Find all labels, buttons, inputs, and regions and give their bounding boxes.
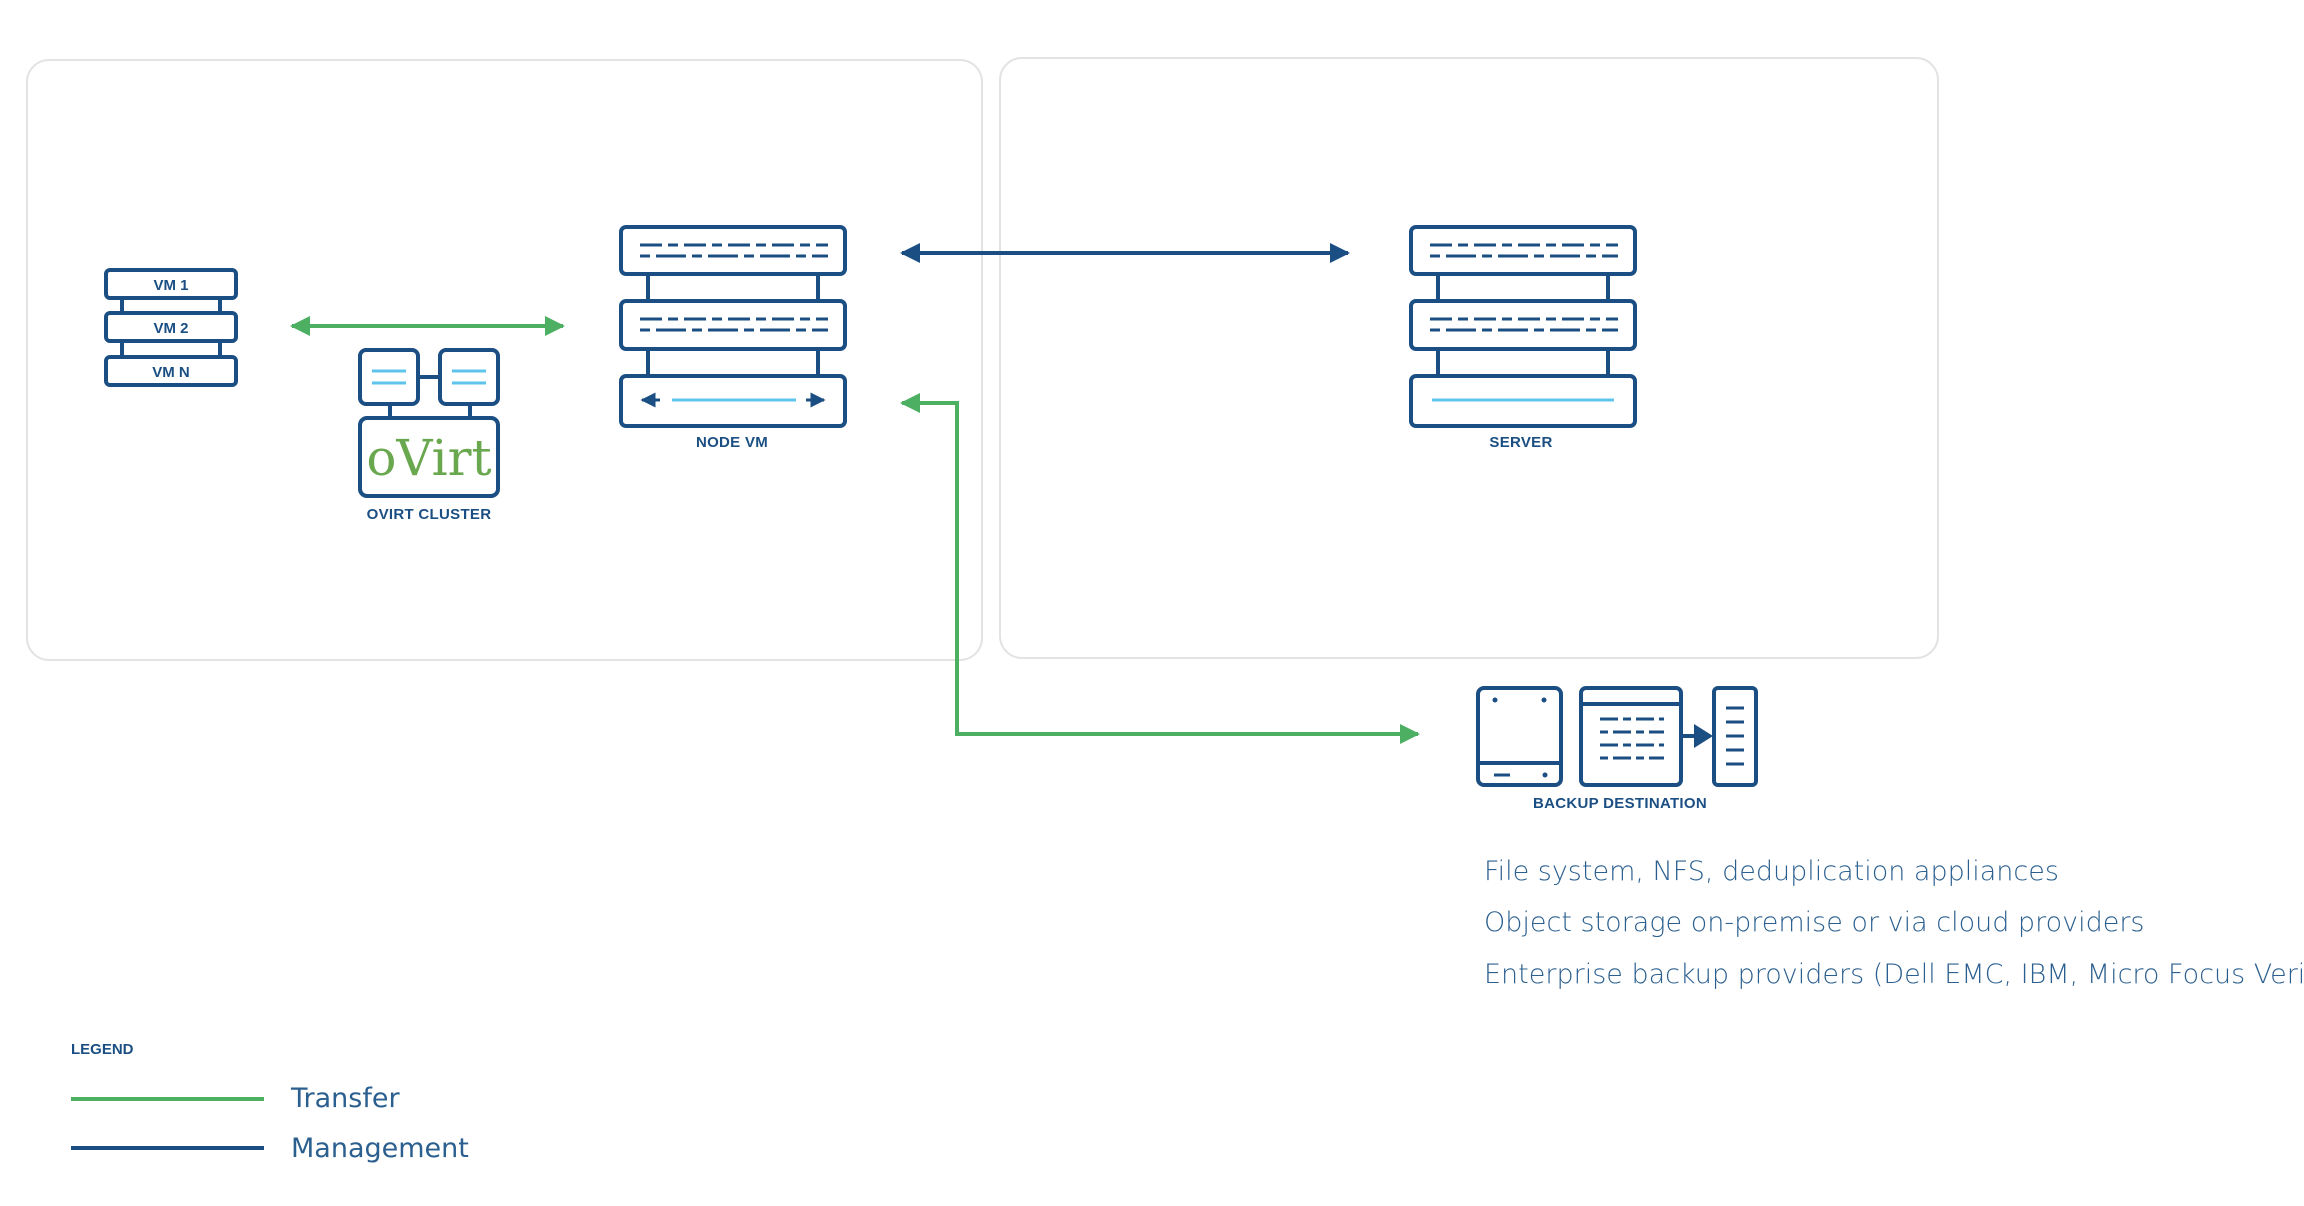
arrow-icon bbox=[1683, 724, 1713, 748]
ovirt-cluster-icon bbox=[358, 348, 500, 498]
vm-label-1: VM 1 bbox=[153, 277, 188, 294]
legend-management-label: Management bbox=[291, 1133, 469, 1164]
server-icon bbox=[1409, 225, 1637, 428]
backup-option-enterprise: Enterprise backup providers (Dell EMC, I… bbox=[1484, 959, 2304, 990]
source-environment-panel bbox=[26, 59, 983, 661]
backup-destination-label: BACKUP DESTINATION bbox=[1532, 795, 1708, 812]
backup-option-object-storage: Object storage on-premise or via cloud p… bbox=[1484, 907, 2145, 938]
server-environment-panel bbox=[999, 57, 1939, 659]
vm-label-n: VM N bbox=[152, 364, 190, 381]
server-label: SERVER bbox=[1489, 434, 1553, 451]
legend-title: LEGEND bbox=[71, 1041, 134, 1058]
tape-drive-icon bbox=[1712, 686, 1758, 787]
backup-option-filesystem: File system, NFS, deduplication applianc… bbox=[1484, 856, 2059, 887]
vm-label-2: VM 2 bbox=[153, 320, 188, 337]
ovirt-logo: oVirt bbox=[366, 429, 491, 487]
transfer-connector-node-backup bbox=[900, 393, 1420, 744]
vm-stack-icon bbox=[104, 268, 238, 387]
node-vm-label: NODE VM bbox=[695, 434, 769, 451]
disk-drive-icon bbox=[1476, 686, 1563, 787]
ovirt-cluster-label: OVIRT CLUSTER bbox=[366, 506, 492, 523]
legend-transfer-label: Transfer bbox=[291, 1083, 400, 1114]
node-vm-server-icon bbox=[619, 225, 847, 428]
backup-document-icon bbox=[1579, 686, 1683, 787]
